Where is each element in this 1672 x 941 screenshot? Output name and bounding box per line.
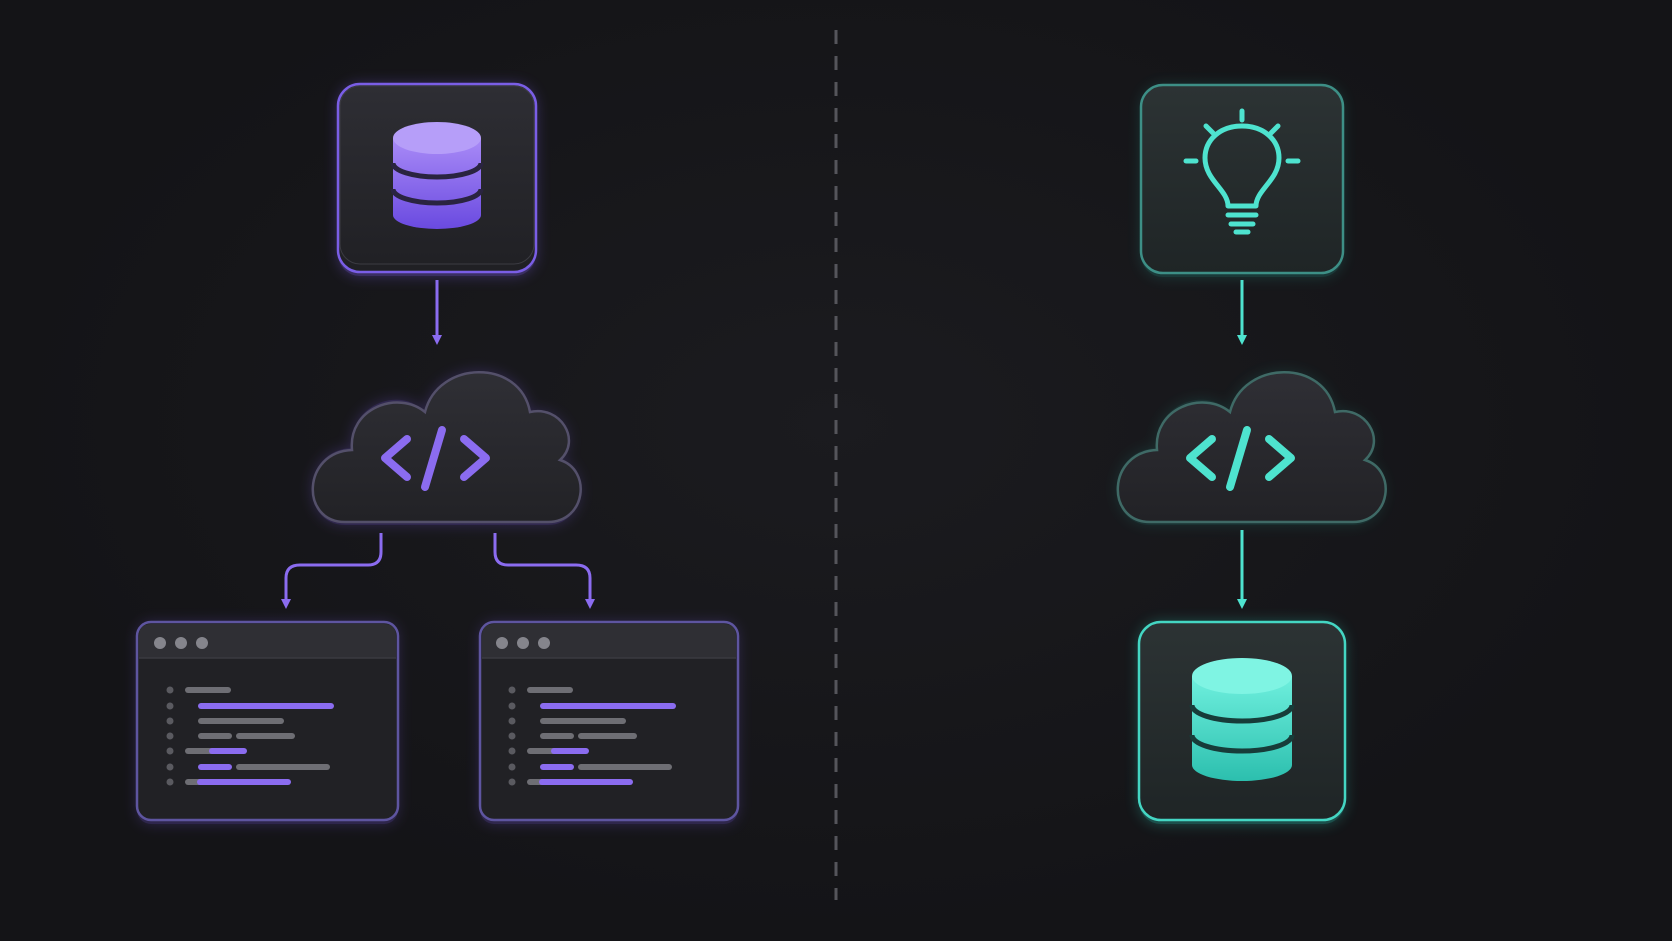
right-source-node: [1139, 83, 1345, 277]
lightbulb-icon: [1183, 108, 1301, 235]
window-controls-icon: [496, 637, 550, 649]
code-lines: [508, 686, 676, 786]
left-output-window-1: [135, 620, 400, 824]
arrow-left-hub-to-window-1: [281, 533, 383, 609]
code-lines: [166, 686, 334, 786]
left-source-node: [336, 82, 538, 276]
right-flow: [1116, 83, 1387, 824]
database-icon: [1189, 658, 1295, 781]
right-output-node: [1137, 620, 1347, 824]
arrow-left-hub-to-window-2: [493, 533, 595, 609]
database-icon: [390, 122, 484, 229]
left-output-window-2: [478, 620, 740, 824]
code-brackets-icon: [1186, 426, 1295, 491]
left-flow: [135, 82, 740, 824]
window-controls-icon: [154, 637, 208, 649]
right-hub-cloud: [1116, 371, 1387, 525]
left-hub-cloud: [311, 371, 582, 525]
code-brackets-icon: [381, 426, 490, 491]
